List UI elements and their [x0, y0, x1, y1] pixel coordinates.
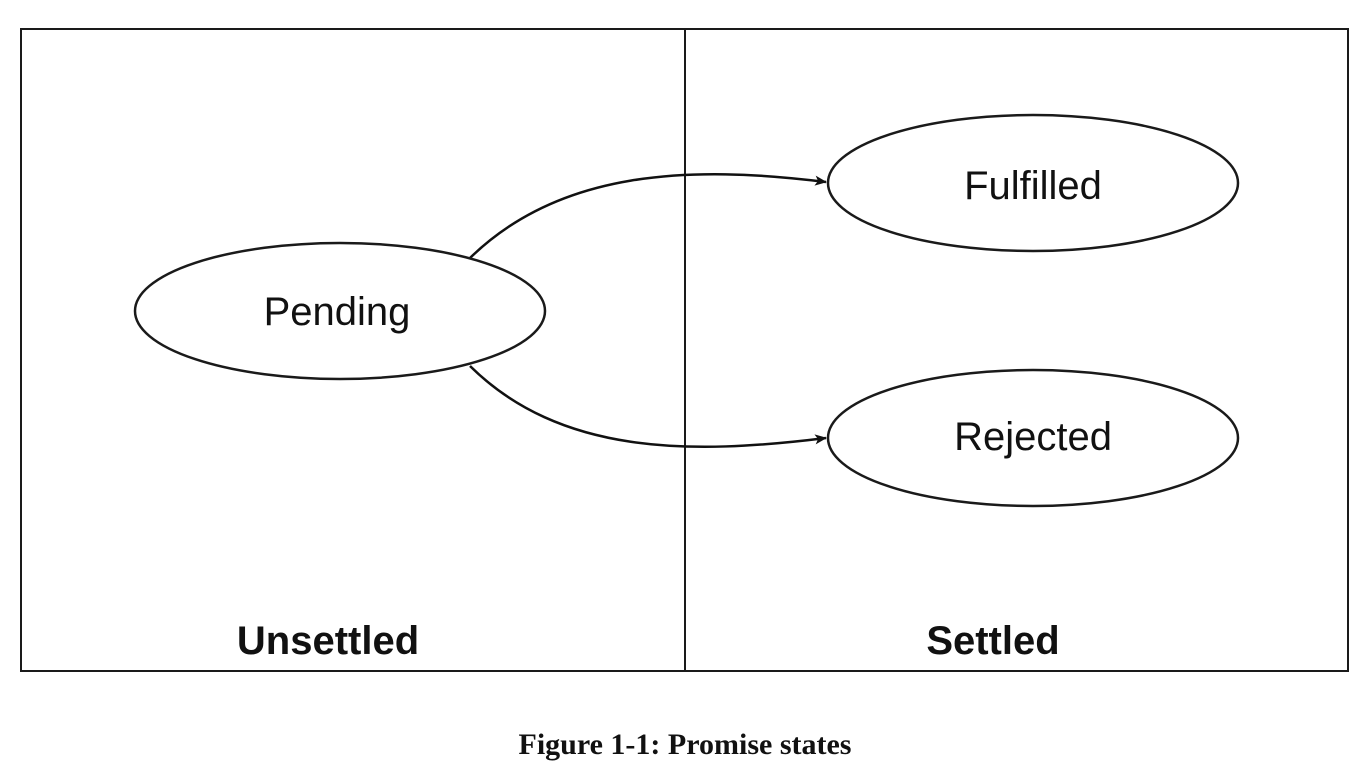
edge-pending-to-fulfilled	[469, 173, 827, 259]
state-rejected-label: Rejected	[954, 415, 1112, 459]
state-fulfilled-ellipse	[826, 113, 1240, 253]
state-pending-label: Pending	[264, 290, 411, 334]
state-fulfilled-label: Fulfilled	[964, 164, 1102, 208]
state-pending-ellipse	[133, 241, 547, 381]
figure-caption: Figure 1-1: Promise states	[518, 728, 852, 761]
state-pending: Pending	[133, 241, 547, 381]
region-label-settled: Settled	[926, 619, 1059, 663]
region-label-unsettled: Unsettled	[237, 619, 419, 663]
state-rejected: Rejected	[826, 368, 1240, 508]
edge-pending-to-rejected	[469, 365, 827, 449]
state-fulfilled: Fulfilled	[826, 113, 1240, 253]
state-rejected-ellipse	[826, 368, 1240, 508]
